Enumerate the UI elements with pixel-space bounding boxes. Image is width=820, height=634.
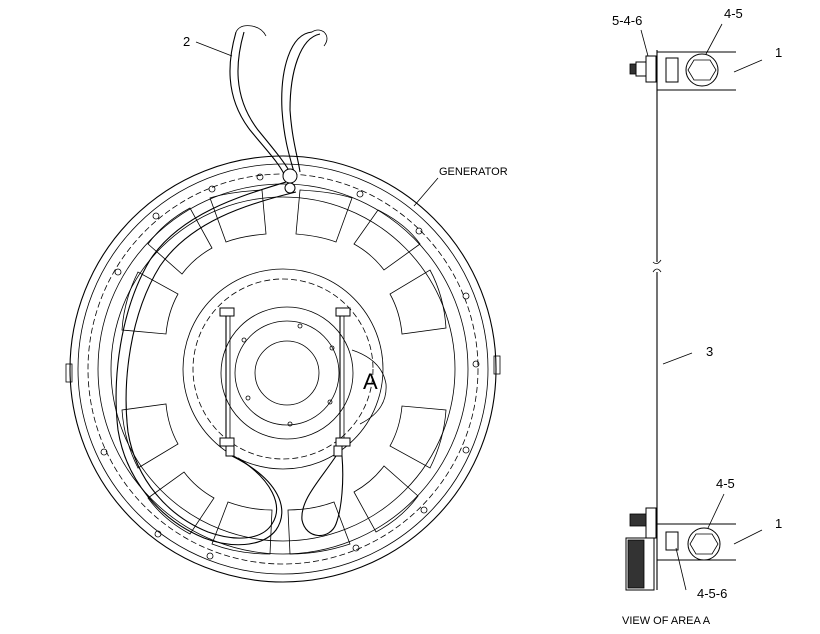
- callout-top-bolt: 4-5: [724, 6, 743, 21]
- generator-hub-bore: [254, 340, 320, 406]
- detail-caption: VIEW OF AREA A: [622, 615, 711, 627]
- generator-outer-ring-inner: [77, 163, 489, 575]
- callout-generator: GENERATOR: [439, 166, 508, 178]
- detail-top-bracket: [629, 51, 736, 91]
- callout-top-bolt-leader: [705, 23, 723, 55]
- hose-assembly: [115, 25, 344, 546]
- callout-bottom-bolt: 4-5: [716, 476, 735, 491]
- generator-spoke-ring-outer: [110, 196, 456, 542]
- callout-hose: 2: [183, 34, 190, 49]
- callout-hose-leader: [195, 41, 233, 57]
- area-a-label: A: [363, 369, 378, 394]
- callout-bottom-clamp-hardware: 4-5-6: [697, 586, 727, 601]
- area-a-detail-view: [625, 50, 736, 591]
- generator-hub-ring-2: [220, 306, 354, 440]
- callout-top-clamp-hardware: 5-4-6: [612, 13, 642, 28]
- tie-rod-clamps: [219, 307, 351, 457]
- callout-rod: 3: [706, 344, 713, 359]
- callout-top-clamp-leader: [640, 29, 649, 57]
- generator-hub-ring-3: [234, 320, 340, 426]
- area-a-marker-arc: [351, 349, 387, 425]
- generator-windows: [121, 189, 447, 555]
- generator-hub-ring-1: [182, 268, 384, 470]
- generator-rim-holes: [100, 173, 480, 560]
- callout-top-bracket-leader: [733, 59, 763, 73]
- generator-front-view: [65, 25, 501, 583]
- detail-bottom-bracket: [625, 507, 736, 591]
- generator-hub-bolts: [241, 323, 335, 427]
- generator-ear-left: [65, 363, 73, 383]
- callout-rod-leader: [662, 352, 693, 365]
- generator-hub-ring-dashed: [192, 278, 374, 460]
- generator-inner-ring: [97, 183, 469, 555]
- generator-ear-right: [493, 355, 501, 375]
- callout-bottom-clamp-leader: [675, 547, 687, 591]
- callout-bottom-bracket-leader: [733, 529, 763, 545]
- callout-generator-leader: [413, 177, 439, 207]
- callout-bottom-bolt-leader: [707, 493, 725, 529]
- callout-bottom-bracket: 1: [775, 516, 782, 531]
- detail-rod-break: [652, 259, 662, 273]
- generator-bolt-circle: [87, 173, 479, 565]
- generator-outer-ring: [69, 155, 497, 583]
- callout-top-bracket: 1: [775, 45, 782, 60]
